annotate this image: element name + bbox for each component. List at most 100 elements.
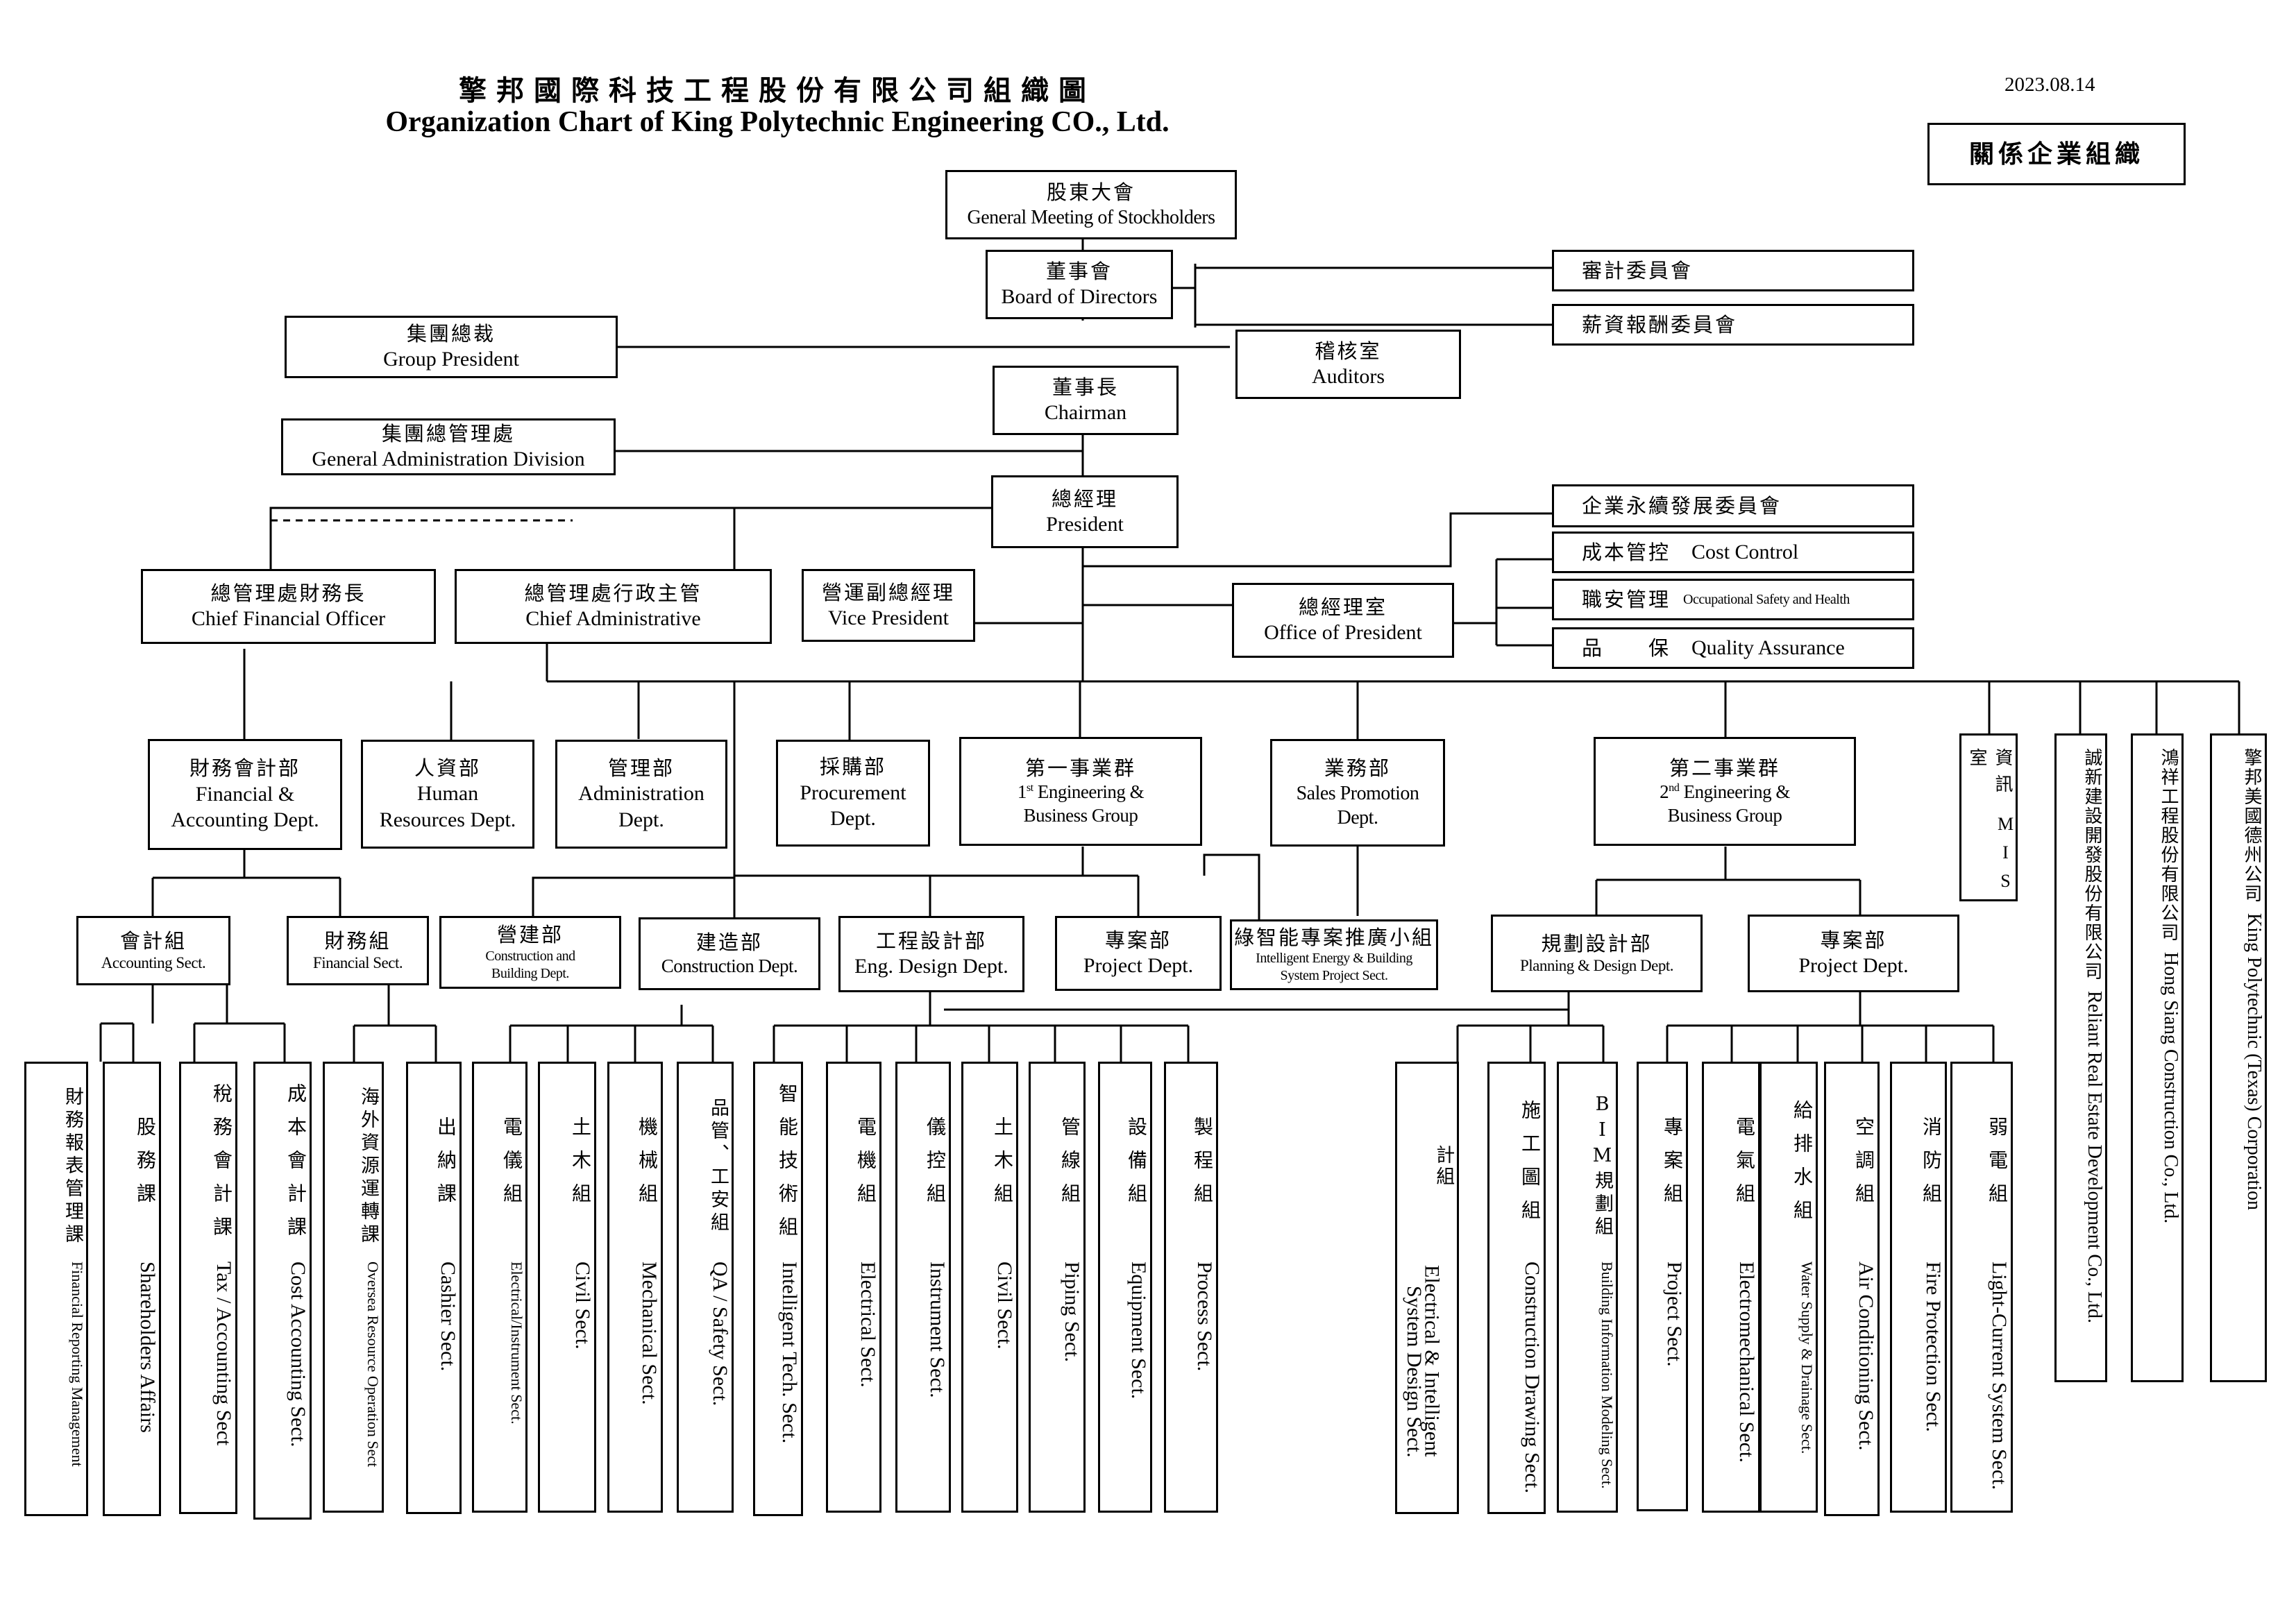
texas-zh: 擎邦美國德州公司: [2241, 748, 2262, 903]
admin-dept-en1: Administration: [578, 782, 704, 806]
accounting-sect-box: 會計組 Accounting Sect.: [76, 916, 230, 985]
section-box: 專案組 Project Sect.: [1637, 1062, 1688, 1511]
related-company-reliant-label: 誠新建設開發股份有限公司 Reliant Real Estate Develop…: [2057, 748, 2105, 1323]
related-companies-label: 關係企業組織: [1927, 123, 2186, 185]
section-label-en: Piping Sect.: [1061, 1261, 1083, 1363]
section-label-zh: 管線組: [1058, 1116, 1081, 1216]
section-label-zh: BIM規劃組: [1592, 1094, 1613, 1239]
eng-design-en: Eng. Design Dept.: [854, 955, 1008, 978]
audit-committee-label: 審計委員會: [1582, 258, 1694, 282]
section-label-en: Civil Sect.: [571, 1261, 594, 1350]
section-label-en: Tax / Accounting Sect: [212, 1261, 235, 1446]
hr-dept-en1: Human: [416, 782, 479, 806]
planning-zh: 規劃設計部: [1541, 931, 1653, 955]
section-label-en: System Design Sect.: [1402, 1286, 1426, 1458]
finance-dept-en1: Financial &: [195, 782, 295, 806]
section-label-zh: 出納課: [434, 1116, 457, 1216]
section-label-zh: 品管、工安組: [707, 1098, 729, 1235]
auditors-label-zh: 稽核室: [1315, 339, 1382, 364]
eng1-en1-rest: Engineering &: [1033, 781, 1145, 802]
section-label-en: Electrical Sect.: [856, 1261, 879, 1388]
chairman-box: 董事長 Chairman: [993, 366, 1179, 435]
section-label-en: Financial Reporting Management: [69, 1261, 86, 1467]
section-label-en: Civil Sect.: [993, 1261, 1016, 1350]
financial-sect-box: 財務組 Financial Sect.: [287, 916, 429, 985]
quality-label-zh: 品 保: [1582, 636, 1671, 660]
eng-design-zh: 工程設計部: [875, 929, 987, 953]
vice-president-box: 營運副總經理 Vice President: [802, 569, 975, 642]
related-company-hong-siang-box: 鴻祥工程股份有限公司 Hong Siang Construction Co., …: [2131, 733, 2184, 1382]
section-box: 機電及智慧系統設計組Electrical & IntelligentSystem…: [1395, 1062, 1459, 1514]
cfo-label-en: Chief Financial Officer: [191, 607, 386, 631]
eng1-en2: Business Group: [1023, 804, 1138, 826]
section-label-zh: 電儀組: [500, 1116, 523, 1216]
project2-en: Project Dept.: [1798, 954, 1909, 978]
section-label-en: Construction Drawing Sect.: [1521, 1261, 1544, 1494]
section-box: 空調組 Air Conditioning Sect.: [1824, 1062, 1880, 1516]
section-label-zh: 海外資源運轉課: [357, 1086, 379, 1247]
financial-sect-en: Financial Sect.: [312, 953, 403, 971]
section-label-en: Project Sect.: [1663, 1261, 1686, 1367]
president-label-en: President: [1046, 512, 1124, 536]
section-box: 出納課 Cashier Sect.: [406, 1062, 462, 1514]
project2-zh: 專案部: [1820, 928, 1887, 953]
sales-dept-zh: 業務部: [1324, 756, 1391, 781]
section-label-en: Cashier Sect.: [437, 1261, 459, 1372]
section-box: 土木組 Civil Sect.: [961, 1062, 1018, 1513]
section-label-zh: 給排水組: [1791, 1100, 1814, 1233]
section-label-zh: 土木組: [991, 1116, 1014, 1216]
chairman-label-en: Chairman: [1044, 401, 1127, 425]
vp-label-zh: 營運副總經理: [821, 580, 955, 604]
section-label-en: Cost Accounting Sect.: [287, 1261, 310, 1447]
hr-dept-en2: Resources Dept.: [379, 808, 516, 831]
group-president-label-zh: 集團總裁: [406, 322, 496, 346]
section-label-en: Oversea Resource Operation Sect: [364, 1261, 382, 1468]
stockholders-label-en: General Meeting of Stockholders: [967, 206, 1215, 228]
finance-accounting-dept-box: 財務會計部 Financial & Accounting Dept.: [148, 739, 342, 850]
chart-date: 2023.08.14: [2004, 74, 2095, 96]
sales-dept-en2: Dept.: [1337, 806, 1378, 829]
cost-control-label-en: Cost Control: [1691, 541, 1799, 564]
finance-dept-zh: 財務會計部: [189, 756, 301, 781]
green-en1: Intelligent Energy & Building: [1256, 951, 1412, 967]
section-box: 管線組 Piping Sect.: [1029, 1062, 1086, 1513]
section-label-en: Fire Protection Sect.: [1922, 1261, 1945, 1432]
eng2-zh: 第二事業群: [1669, 756, 1780, 780]
intelligent-energy-group-box: 綠智能專案推廣小組 Intelligent Energy & Building …: [1230, 919, 1438, 990]
construction-dept-box: 建造部 Construction Dept.: [639, 917, 820, 990]
section-label-en: Equipment Sect.: [1127, 1261, 1150, 1400]
construction-building-dept-box: 營建部 Construction and Building Dept.: [439, 916, 621, 989]
reliant-en: Reliant Real Estate Development Co., Ltd…: [2084, 991, 2105, 1323]
section-label-zh: 空調組: [1852, 1116, 1875, 1216]
eng1-en1-num: 1: [1017, 781, 1027, 802]
board-of-directors-box: 董事會 Board of Directors: [986, 250, 1173, 319]
section-label-zh: 智能技術組: [776, 1083, 799, 1250]
section-label-zh: 稅務會計課: [210, 1083, 233, 1250]
section-label-en: Process Sect.: [1193, 1261, 1216, 1372]
auditors-label-en: Auditors: [1312, 365, 1385, 389]
accounting-sect-en: Accounting Sect.: [101, 953, 206, 971]
section-label-en: Light-Current System Sect.: [1988, 1261, 2011, 1490]
section-box: 電儀組 Electrical/Instrument Sect.: [472, 1062, 527, 1513]
admin-dept-zh: 管理部: [607, 756, 675, 780]
sustainability-committee-box: 企業永續發展委員會: [1552, 484, 1914, 527]
section-label-en: Water Supply & Drainage Sect.: [1798, 1261, 1816, 1454]
section-label-zh: 土木組: [569, 1116, 592, 1216]
section-label-en: Air Conditioning Sect.: [1855, 1261, 1877, 1451]
chart-title-english: Organization Chart of King Polytechnic E…: [385, 106, 1170, 138]
section-box: 海外資源運轉課 Oversea Resource Operation Sect: [323, 1062, 384, 1513]
finance-dept-en2: Accounting Dept.: [171, 808, 319, 832]
planning-design-dept-box: 規劃設計部 Planning & Design Dept.: [1491, 915, 1703, 992]
chief-administrative-box: 總管理處行政主管 Chief Administrative: [455, 569, 772, 644]
related-company-texas-label: 擎邦美國德州公司 King Polytechnic (Texas) Corpor…: [2212, 748, 2265, 1210]
section-label-zh: 專案組: [1661, 1116, 1684, 1216]
section-label-en: Electrical/Instrument Sect.: [508, 1261, 525, 1425]
occupational-safety-box: 職安管理 Occupational Safety and Health: [1552, 579, 1914, 620]
